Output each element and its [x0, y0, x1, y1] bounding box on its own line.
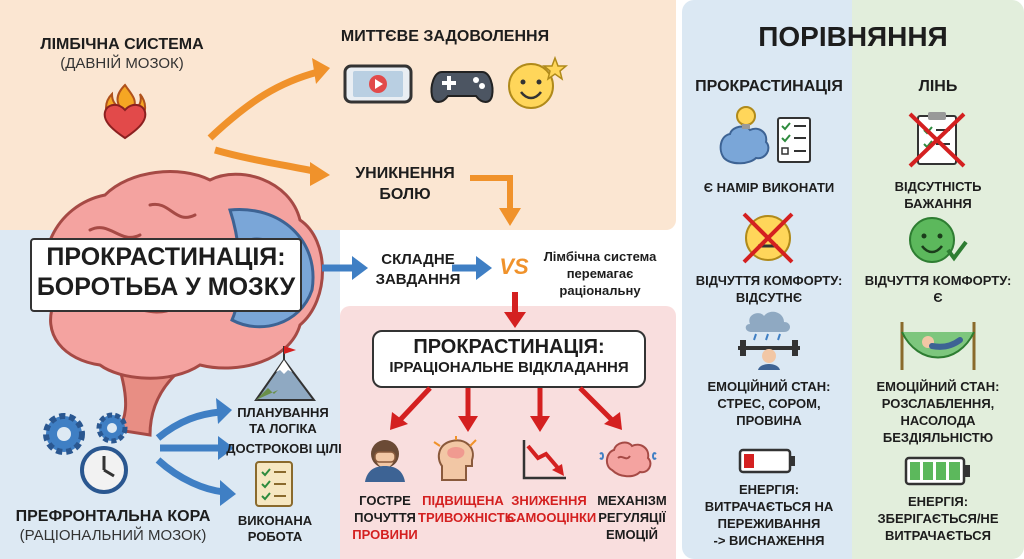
effect-1-line1: ГОСТРЕ	[359, 493, 411, 508]
happy-check-icon	[909, 217, 968, 263]
gears-clock-icon	[43, 412, 128, 494]
heart-flame-icon	[103, 83, 147, 140]
blue-arrows-pfc	[155, 398, 236, 506]
procrastination-line1: ПРОКРАСТИНАЦІЯ:	[413, 336, 605, 358]
blue-arrows-middle	[322, 256, 492, 280]
right-desire-line1: ВІДСУТНІСТЬ	[894, 179, 982, 194]
phone-video-icon	[343, 64, 413, 104]
brain-lightbulb-checklist-icon	[719, 106, 811, 165]
stressed-weightlifter-icon	[738, 311, 800, 370]
mountain-flag-icon	[254, 346, 316, 401]
limbic-subtitle: (ДАВНІЙ МОЗОК)	[60, 55, 184, 72]
hammock-icon	[900, 322, 976, 370]
right-comfort-line1: ВІДЧУТТЯ КОМФОРТУ:	[864, 273, 1012, 288]
right-comfort-line2: Є	[933, 290, 943, 305]
planning-line1: ПЛАНУВАННЯ	[237, 405, 329, 420]
effect-2-line1: ПІДВИЩЕНА	[422, 493, 504, 508]
effect-4-line3: ЕМОЦІЙ	[605, 527, 659, 542]
verdict-line1: Лімбічна система	[543, 249, 657, 264]
pfc-subtitle: (РАЦІОНАЛЬНИЙ МОЗОК)	[19, 527, 207, 544]
left-intent: Є НАМІР ВИКОНАТИ	[703, 180, 835, 195]
left-energy-line3: ПЕРЕЖИВАННЯ	[717, 516, 821, 531]
comparison-title: ПОРІВНЯННЯ	[758, 21, 948, 52]
left-energy-line4: -> ВИСНАЖЕННЯ	[713, 533, 825, 548]
planning-line2: ТА ЛОГІКА	[249, 421, 317, 436]
effect-3-line1: ЗНИЖЕННЯ	[511, 493, 587, 508]
comparison-right-header: ЛІНЬ	[918, 78, 958, 95]
pfc-title: ПРЕФРОНТАЛЬНА КОРА	[15, 508, 211, 525]
red-arrows-effects	[390, 386, 622, 432]
crossed-checklist-icon	[908, 112, 966, 168]
left-energy-line2: ВИТРАЧАЄТЬСЯ НА	[704, 499, 834, 514]
instant-gratification-label: МИТТЄВЕ ЗАДОВОЛЕННЯ	[340, 28, 550, 45]
done-line1: ВИКОНАНА	[237, 513, 313, 528]
anxious-head-icon	[433, 436, 477, 481]
right-emotion-line1: ЕМОЦІЙНИЙ СТАН:	[876, 379, 1000, 394]
task-line1: СКЛАДНЕ	[381, 251, 455, 268]
effect-3-line2: САМООЦІНКИ	[507, 510, 597, 525]
left-comfort-line2: ВІДСУТНЄ	[735, 290, 803, 305]
goals-label: ДОСТРОКОВІ ЦІЛІ	[226, 441, 342, 456]
right-emotion-line3: НАСОЛОДА	[900, 413, 976, 428]
procrastination-line2: ІРРАЦІОНАЛЬНЕ ВІДКЛАДАННЯ	[389, 359, 629, 376]
right-energy-line1: ЕНЕРГІЯ:	[907, 494, 969, 509]
brain-waves-icon	[599, 441, 657, 478]
crossed-smiley-icon	[742, 212, 794, 264]
right-desire-line2: БАЖАННЯ	[904, 196, 972, 211]
verdict-line3: раціональну	[559, 283, 641, 298]
right-energy-line3: ВИТРАЧАЄТЬСЯ	[884, 528, 992, 543]
effect-4-line2: РЕГУЛЯЦІЇ	[598, 510, 666, 525]
main-title-line1: ПРОКРАСТИНАЦІЯ:	[46, 243, 286, 271]
ashamed-person-icon	[365, 440, 405, 482]
checklist-scroll-icon	[255, 461, 293, 507]
gamepad-icon	[430, 71, 494, 103]
effect-2-line2: ТРИВОЖНІСТЬ	[418, 510, 515, 525]
verdict-line2: перемагає	[566, 266, 634, 281]
avoid-pain-line1: УНИКНЕННЯ	[355, 165, 455, 182]
left-emotion-line2: СТРЕС, СОРОМ,	[717, 396, 821, 411]
effect-1-line2: ПОЧУТТЯ	[354, 510, 416, 525]
left-emotion-line3: ПРОВИНА	[736, 413, 802, 428]
full-battery-icon	[904, 456, 970, 486]
right-energy-line2: ЗБЕРІГАЄТЬСЯ/НЕ	[877, 511, 999, 526]
comparison-left-header: ПРОКРАСТИНАЦІЯ	[695, 78, 843, 95]
effect-4-line1: МЕХАНІЗМ	[597, 493, 667, 508]
main-title-box	[30, 238, 302, 312]
vs-label: VS	[499, 254, 529, 279]
procrastination-box	[372, 330, 646, 388]
right-emotion-line4: БЕЗДІЯЛЬНІСТЮ	[882, 430, 994, 445]
low-battery-icon	[738, 448, 795, 474]
smiley-star-icon	[508, 55, 569, 109]
done-line2: РОБОТА	[247, 529, 303, 544]
effect-1-line3: ПРОВИНИ	[352, 527, 418, 542]
red-arrow-down	[504, 292, 526, 328]
right-emotion-line2: РОЗСЛАБЛЕННЯ,	[881, 396, 995, 411]
task-line2: ЗАВДАННЯ	[375, 271, 461, 288]
left-comfort-line1: ВІДЧУТТЯ КОМФОРТУ:	[695, 273, 843, 288]
limbic-title: ЛІМБІЧНА СИСТЕМА	[40, 36, 204, 53]
avoid-pain-line2: БОЛЮ	[379, 186, 431, 203]
declining-chart-icon	[522, 440, 566, 480]
left-emotion-line1: ЕМОЦІЙНИЙ СТАН:	[707, 379, 831, 394]
orange-arrows	[207, 58, 521, 226]
left-energy-line1: ЕНЕРГІЯ:	[738, 482, 800, 497]
main-title-line2: БОРОТЬБА У МОЗКУ	[36, 273, 296, 301]
